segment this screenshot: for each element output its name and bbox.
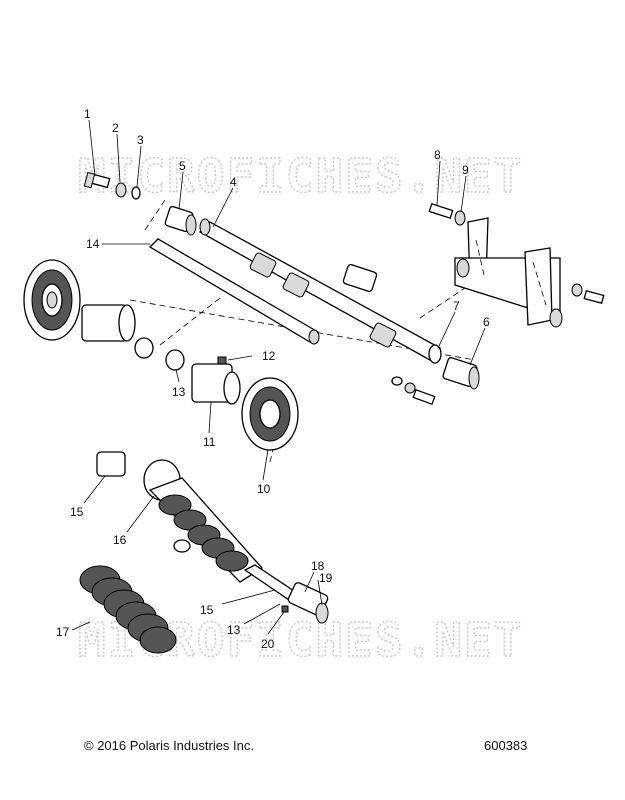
spring-part-17: [79, 565, 177, 654]
callout-13-lower: 13: [227, 623, 241, 637]
idler-wheel-left: [23, 259, 81, 341]
callout-9: 9: [462, 163, 469, 177]
bolt-lower: [412, 388, 436, 406]
washer-lower: [391, 376, 403, 386]
grease-fitting-part-12: [217, 356, 227, 365]
seal-left: [134, 337, 154, 359]
drawing-number: 600383: [484, 738, 527, 753]
fitting-part-20: [281, 605, 289, 613]
hub-left: [81, 304, 136, 342]
shaft-part-4: [198, 218, 442, 364]
callout-14: 14: [86, 237, 100, 251]
bolt-part-8: [428, 202, 454, 220]
hub-part-11: [191, 363, 241, 405]
callout-12: 12: [262, 349, 276, 363]
callout-10: 10: [257, 482, 271, 496]
callout-20: 20: [261, 637, 275, 651]
callout-18: 18: [311, 559, 325, 573]
copyright-text: © 2016 Polaris Industries Inc.: [84, 738, 254, 753]
bolt-part-1: [83, 171, 111, 189]
bushing-part-6: [442, 357, 480, 390]
callout-16: 16: [113, 533, 127, 547]
callout-7: 7: [453, 299, 460, 313]
callout-13-upper: 13: [172, 385, 186, 399]
callout-11: 11: [203, 435, 216, 449]
bushing-upper: [342, 263, 378, 293]
bushing-part-5: [164, 205, 197, 236]
callout-8: 8: [434, 148, 441, 162]
shock-part-16: [143, 459, 263, 583]
callout-3: 3: [137, 133, 144, 147]
watermark-top: MICROFICHES.NET: [78, 149, 523, 203]
idler-wheel-part-10: [241, 377, 299, 451]
callout-19: 19: [319, 571, 333, 585]
nut-part-2: [115, 182, 127, 198]
callout-5: 5: [179, 159, 186, 173]
seal-part-13: [165, 349, 185, 371]
frame-bracket: [454, 217, 563, 328]
callout-17: 17: [56, 625, 70, 639]
callout-4: 4: [230, 175, 237, 189]
nut-right: [571, 283, 583, 297]
rod-part-14: [148, 238, 320, 345]
callout-6: 6: [483, 315, 490, 329]
washer-part-9: [454, 210, 466, 226]
callout-15-upper: 15: [70, 505, 84, 519]
nut-lower: [404, 382, 416, 394]
callout-2: 2: [112, 121, 119, 135]
bushing-part-15: [96, 451, 126, 477]
washer-part-3: [131, 186, 141, 200]
callout-15-lower: 15: [200, 603, 214, 617]
bolt-right: [583, 290, 605, 304]
callout-1: 1: [84, 107, 91, 121]
